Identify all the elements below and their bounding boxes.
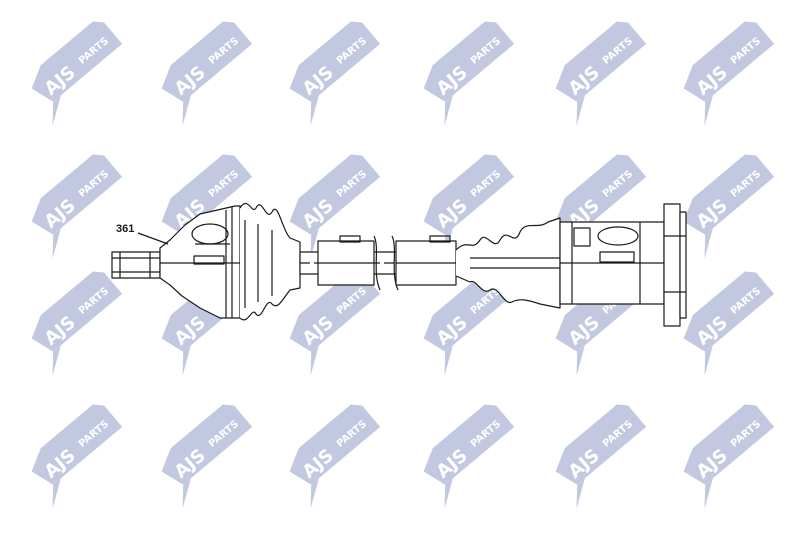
outer-cv-joint bbox=[159, 205, 241, 319]
label-leader-line bbox=[137, 232, 169, 245]
outer-stub-shaft bbox=[111, 251, 161, 279]
drive-flange bbox=[663, 203, 687, 327]
main-shaft bbox=[299, 235, 471, 291]
outer-boot bbox=[239, 202, 301, 321]
inner-cv-joint bbox=[559, 221, 665, 305]
inner-boot bbox=[455, 217, 561, 309]
part-number-label: 361 bbox=[116, 223, 134, 235]
